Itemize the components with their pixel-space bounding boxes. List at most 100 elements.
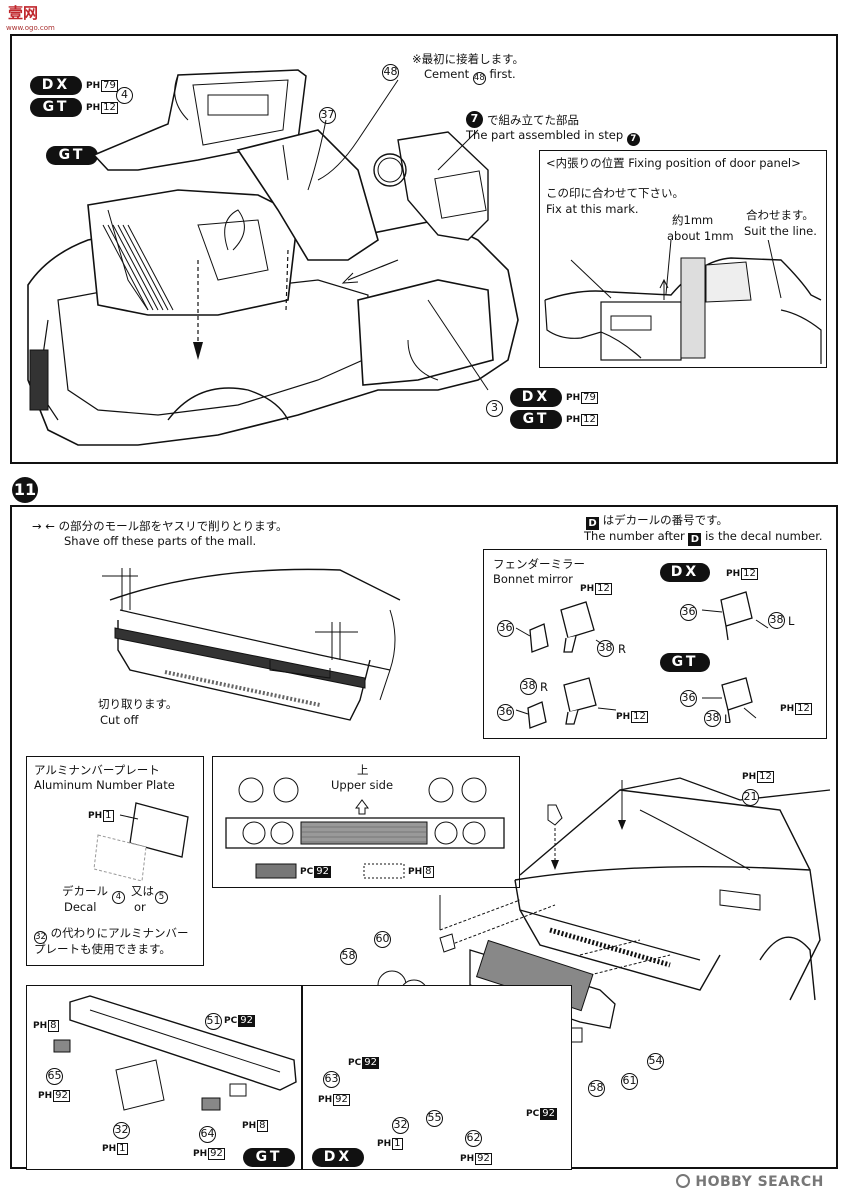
alu-title-jp: アルミナンバープレート xyxy=(34,763,160,777)
decal-note-en: The number after D is the decal number. xyxy=(584,529,823,546)
cement-note-en: Cement 48 first. xyxy=(424,67,516,85)
alu-or-jp: 又は xyxy=(131,884,154,898)
door-line-jp: 合わせます。 xyxy=(746,208,814,222)
badge-dx-bottom: DX xyxy=(510,388,562,407)
part-61-marker: 61 xyxy=(621,1073,638,1090)
part-38-mirror-gt: 38 xyxy=(704,710,721,727)
dx-bumper-inset xyxy=(302,985,572,1170)
part-36-mirror-gt: 36 xyxy=(680,690,697,707)
mirror-l-label-dx: L xyxy=(788,614,795,628)
part-36-mirror-b: 36 xyxy=(497,704,514,721)
decal-d-square: D xyxy=(586,517,599,530)
alu-or-en: or xyxy=(134,900,146,914)
part-48-marker: 48 xyxy=(382,64,399,81)
plate-drawing xyxy=(93,802,189,882)
alu-note-1: 32 の代わりにアルミナンバー xyxy=(34,926,189,944)
part-51-marker: 51 xyxy=(205,1013,222,1030)
door-line-en: Suit the line. xyxy=(744,224,817,238)
part-58-marker-a: 58 xyxy=(340,948,357,965)
part-38-mirror-b: 38 xyxy=(520,678,537,695)
cut-off-jp: 切り取ります。 xyxy=(98,697,178,711)
shave-arrow-icon: → ← xyxy=(32,519,55,533)
door-mark-en: Fix at this mark. xyxy=(546,202,639,216)
interior-assembly-drawing xyxy=(27,69,519,446)
alu-note-2: プレートも使用できます。 xyxy=(34,942,171,956)
mirror-title-en: Bonnet mirror xyxy=(493,572,573,586)
hobby-search-logo-icon xyxy=(676,1174,690,1188)
door-1mm-en: about 1mm xyxy=(667,229,734,243)
dx-bumper-badge: DX xyxy=(312,1148,364,1167)
part-38-mirror-dx: 38 xyxy=(768,612,785,629)
door-mark-jp: この印に合わせて下さい。 xyxy=(546,186,684,200)
hobby-search-watermark: HOBBY SEARCH xyxy=(676,1174,824,1190)
mirror-badge-dx: DX xyxy=(660,563,710,582)
part-3-marker: 3 xyxy=(486,400,503,417)
upper-side-jp: 上 xyxy=(357,763,369,777)
mirror-title-jp: フェンダーミラー xyxy=(493,557,585,571)
part-62-marker: 62 xyxy=(465,1130,482,1147)
part-32-gt-marker: 32 xyxy=(113,1122,130,1139)
part-63-marker: 63 xyxy=(323,1071,340,1088)
top-section-frame xyxy=(10,34,838,464)
front-nose-drawing xyxy=(102,568,401,721)
part-4-marker: 4 xyxy=(116,87,133,104)
part-32-inline: 32 xyxy=(34,931,47,944)
part-48-inline: 48 xyxy=(472,72,486,85)
site-logo-text: 壹网 xyxy=(8,4,39,22)
site-logo-url: www.ogo.com xyxy=(6,24,55,32)
part-4-decal: 4 xyxy=(112,891,125,904)
step-11-number: 11 xyxy=(12,477,38,503)
part-5-decal: 5 xyxy=(155,891,168,904)
part-36-mirror-a: 36 xyxy=(497,620,514,637)
upper-side-en: Upper side xyxy=(331,778,394,792)
badge-gt: GT xyxy=(30,98,82,117)
gt-bumper-drawing xyxy=(53,995,297,1111)
part-21-marker: 21 xyxy=(742,789,759,806)
step-7-inline: 7 xyxy=(626,133,640,146)
part-54-marker: 54 xyxy=(647,1053,664,1070)
assembled-note-en: The part assembled in step 7 xyxy=(466,128,640,146)
part-38-mirror-a: 38 xyxy=(597,640,614,657)
assembled-note-jp: で組み立てた部品 xyxy=(487,113,579,127)
step-7-marker: 7 xyxy=(466,111,483,128)
car-front-drawing xyxy=(439,777,831,1001)
site-logo: 壹网 xyxy=(8,4,38,22)
part-58-marker-b: 58 xyxy=(588,1080,605,1097)
part-64-marker: 64 xyxy=(199,1126,216,1143)
badge-dx: DX xyxy=(30,76,82,95)
gt-bumper-badge: GT xyxy=(243,1148,295,1167)
decal-note-jp: D はデカールの番号です。 xyxy=(586,513,728,530)
door-1mm-jp: 約1mm xyxy=(672,213,714,227)
part-55-marker: 55 xyxy=(426,1110,443,1127)
shave-note-en: Shave off these parts of the mall. xyxy=(64,534,257,548)
door-panel-title: <内張りの位置 Fixing position of door panel> xyxy=(546,156,801,170)
mirror-parts-drawing xyxy=(515,591,769,729)
alu-decal-jp: デカール xyxy=(62,884,108,898)
mirror-l-label-gt: L xyxy=(724,712,731,726)
mirror-badge-gt: GT xyxy=(660,653,710,672)
badge-gt-2: GT xyxy=(46,146,98,165)
cement-note-jp: ※最初に接着します。 xyxy=(412,52,524,66)
